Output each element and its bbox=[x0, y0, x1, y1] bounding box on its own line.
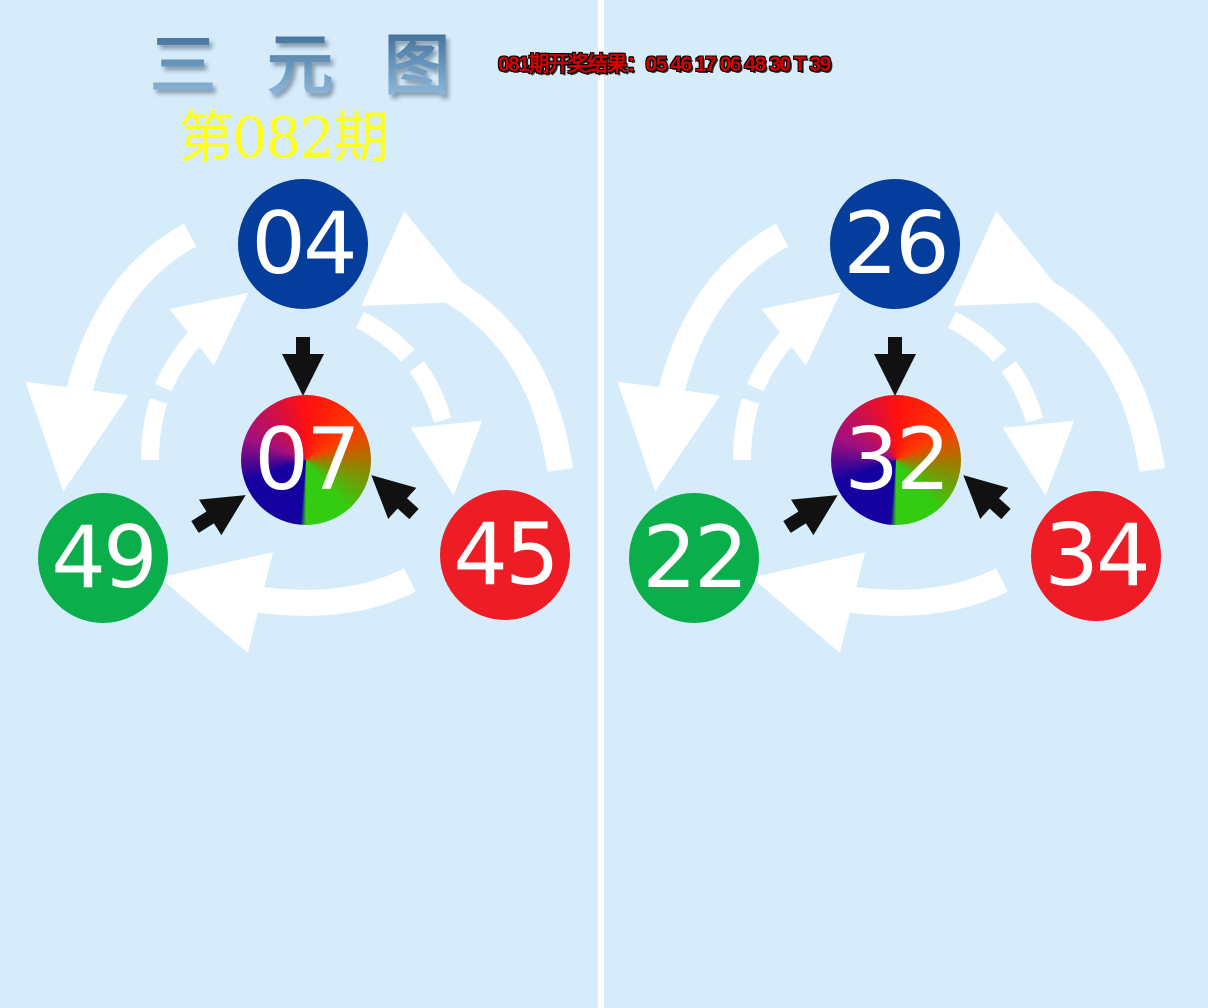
page-title: 三 元 图 bbox=[150, 12, 464, 108]
ball-top: 04 bbox=[238, 179, 368, 309]
divider bbox=[598, 0, 604, 1008]
arrow-up-right-icon bbox=[191, 495, 246, 536]
arrow-up-left-icon bbox=[371, 475, 419, 520]
ball-center: 07 bbox=[241, 395, 371, 525]
ball-center: 32 bbox=[831, 395, 961, 525]
ball-left: 49 bbox=[38, 493, 168, 623]
ball-right: 34 bbox=[1031, 491, 1161, 621]
pointer-arrows-icon bbox=[191, 337, 419, 536]
ball-right: 45 bbox=[440, 490, 570, 620]
ball-top: 26 bbox=[830, 179, 960, 309]
ball-left: 22 bbox=[629, 493, 759, 623]
issue-number: 第082期 bbox=[178, 106, 389, 171]
previous-result: 081期开奖结果：05 46 17 06 48 30 T 39 bbox=[498, 53, 831, 76]
